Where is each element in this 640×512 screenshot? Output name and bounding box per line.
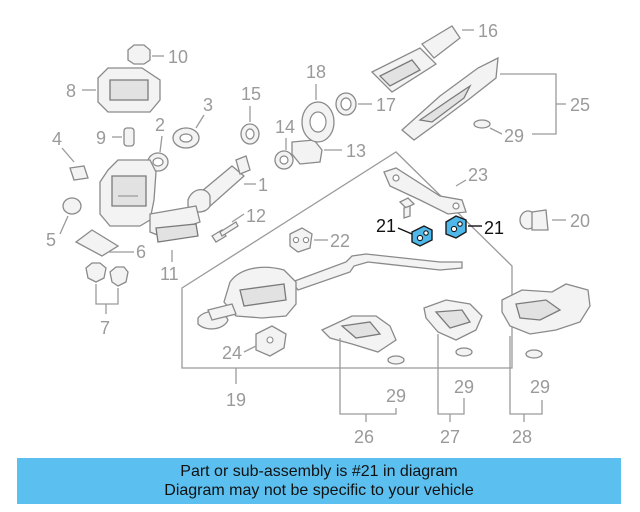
part-catalytic-converter <box>99 159 157 227</box>
label-12: 12 <box>246 206 266 226</box>
part-17-gasket <box>335 92 372 116</box>
label-1: 1 <box>258 175 268 195</box>
label-27: 27 <box>440 427 460 447</box>
label-18: 18 <box>306 62 326 82</box>
part-28-shield <box>501 283 591 422</box>
part-8-cover <box>82 67 161 113</box>
part-1-front-pipe <box>149 155 256 243</box>
label-22: 22 <box>330 231 350 251</box>
label-10: 10 <box>168 47 188 67</box>
part-21-hanger-right <box>445 215 482 239</box>
label-2: 2 <box>155 115 165 135</box>
part-23-bracket <box>383 167 467 215</box>
part-20-clamp <box>519 209 566 231</box>
label-16: 16 <box>478 21 498 41</box>
label-3: 3 <box>203 95 213 115</box>
part-3-gasket <box>172 114 205 149</box>
label-20: 20 <box>570 211 590 231</box>
label-15: 15 <box>241 84 261 104</box>
label-17: 17 <box>376 95 396 115</box>
part-27-shield <box>423 299 483 422</box>
part-21-hanger-left <box>397 225 433 247</box>
part-22-gasket <box>289 227 328 253</box>
banner-line-1: Part or sub-assembly is #21 in diagram <box>180 463 458 480</box>
label-23: 23 <box>468 165 488 185</box>
part-16-converter <box>370 25 474 93</box>
part-18-flange <box>301 84 335 143</box>
label-11: 11 <box>160 264 179 284</box>
part-14-ring <box>274 138 294 170</box>
part-26-shield <box>320 315 405 422</box>
label-25: 25 <box>570 95 590 115</box>
part-13-flange <box>291 139 342 165</box>
label-7: 7 <box>100 318 110 338</box>
parts-diagram: 10 8 9 3 2 4 5 <box>46 21 591 447</box>
label-13: 13 <box>346 141 366 161</box>
label-9: 9 <box>96 128 106 148</box>
part-25-heat-shield <box>401 56 566 141</box>
part-5-bushing <box>59 197 82 235</box>
part-6-shield <box>74 229 134 257</box>
label-4: 4 <box>52 129 62 149</box>
label-24: 24 <box>222 343 242 363</box>
label-29-c: 29 <box>454 377 474 397</box>
label-5: 5 <box>46 230 56 250</box>
part-29-washer-a <box>473 119 503 135</box>
label-6: 6 <box>136 242 146 262</box>
part-12-bolt <box>211 213 245 243</box>
part-9-pin <box>112 127 135 147</box>
label-21-left: 21 <box>376 216 396 236</box>
label-26: 26 <box>354 427 374 447</box>
label-29-b: 29 <box>386 386 406 406</box>
info-banner: Part or sub-assembly is #21 in diagram D… <box>17 458 621 504</box>
part-4-clip <box>61 147 89 181</box>
part-19-rear-muffler <box>197 253 463 330</box>
label-29-a: 29 <box>504 126 524 146</box>
label-28: 28 <box>512 427 532 447</box>
part-7-nuts <box>85 262 129 314</box>
label-8: 8 <box>66 81 76 101</box>
label-14: 14 <box>275 117 295 137</box>
part-10-nut <box>127 44 164 65</box>
part-24-bracket <box>243 325 287 357</box>
label-29-d: 29 <box>530 377 550 397</box>
part-15-ring <box>240 106 260 145</box>
label-21-right: 21 <box>484 218 504 238</box>
label-19: 19 <box>226 390 246 410</box>
banner-line-2: Diagram may not be specific to your vehi… <box>164 482 474 499</box>
part-bolt <box>398 197 416 219</box>
